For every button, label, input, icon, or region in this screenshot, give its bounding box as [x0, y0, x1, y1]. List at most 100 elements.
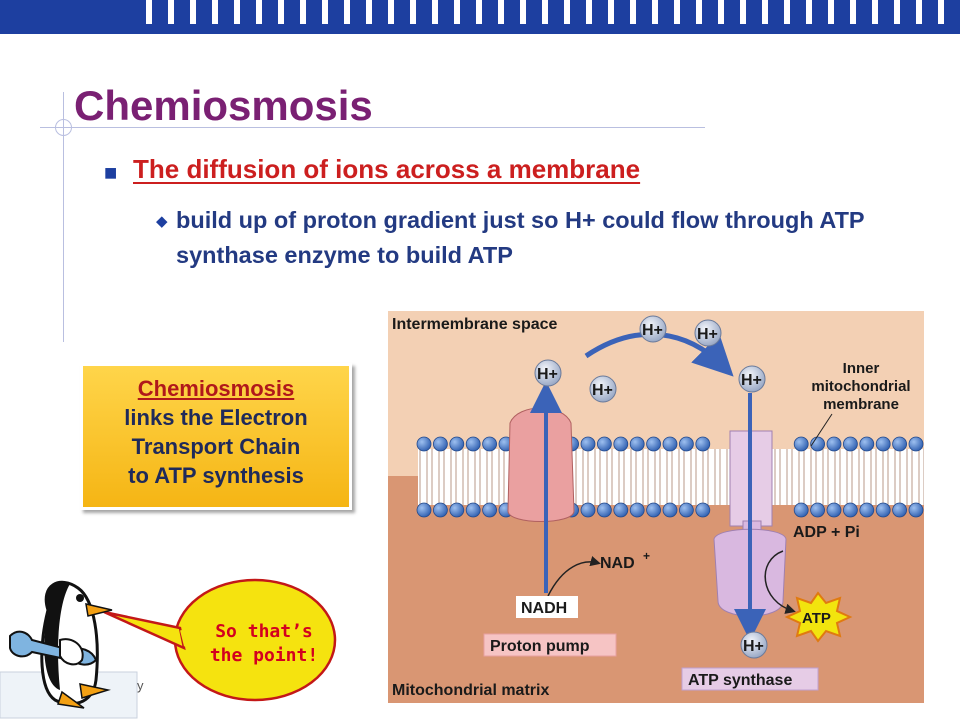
penguin-foot — [79, 683, 111, 699]
top-bar-tick — [696, 0, 702, 24]
top-bar — [0, 0, 960, 34]
top-bar-tick — [828, 0, 834, 24]
proton-label: H+ — [697, 326, 718, 343]
nadh-label: NADH — [521, 600, 567, 617]
phospholipid-head — [842, 436, 858, 452]
proton-label: H+ — [592, 382, 613, 399]
sub-bullet-text: build up of proton gradient just so H+ c… — [176, 207, 865, 268]
proton-pump-label-box — [483, 633, 617, 657]
corner-letter: y — [137, 678, 144, 693]
diamond-bullet-icon: ◆ — [156, 213, 168, 230]
callout-line-2: links the Electron — [124, 405, 308, 430]
top-bar-tick — [322, 0, 328, 24]
callout-line-3: Transport Chain — [131, 434, 301, 459]
top-bar-tick — [520, 0, 526, 24]
intermembrane-space-label: Intermembrane space — [392, 316, 558, 333]
top-bar-tick — [454, 0, 460, 24]
proton-pump-label: Proton pump — [490, 638, 590, 655]
lead-bullet-text: The diffusion of ions across a membrane — [133, 154, 641, 184]
top-bar-tick — [762, 0, 768, 24]
phospholipid-head — [793, 436, 809, 452]
membrane-tails — [418, 449, 924, 505]
chemiosmosis-diagram: H+ H+ H+ H+ H+ H+ Intermembrane space In… — [388, 311, 924, 703]
guide-horizontal-line — [40, 127, 705, 128]
guide-vertical-line — [63, 92, 64, 342]
phospholipid-head — [810, 502, 826, 518]
phospholipid-head — [826, 502, 842, 518]
proton-ion — [589, 375, 617, 403]
phospholipid-head — [662, 502, 678, 518]
top-bar-tick — [740, 0, 746, 24]
phospholipid-head — [826, 436, 842, 452]
phospholipid-head — [908, 436, 924, 452]
nad-charge-label: + — [643, 549, 650, 563]
phospholipid-head — [465, 436, 481, 452]
phospholipid-head — [449, 502, 465, 518]
phospholipid-head — [629, 436, 645, 452]
top-bar-tick — [564, 0, 570, 24]
atp-label: ATP — [802, 610, 831, 627]
phospholipid-head — [662, 436, 678, 452]
phospholipid-head — [416, 502, 432, 518]
speech-bubble-tail — [103, 610, 186, 651]
top-bar-tick — [300, 0, 306, 24]
adp-arrow — [764, 550, 796, 614]
penguin-foot — [57, 690, 85, 709]
phospholipid-head — [646, 436, 662, 452]
square-bullet-icon: ■ — [104, 160, 118, 185]
phospholipid-head — [596, 436, 612, 452]
top-bar-tick — [410, 0, 416, 24]
top-bar-tick — [608, 0, 614, 24]
top-bar-tick — [146, 0, 152, 24]
top-bar-tick — [784, 0, 790, 24]
top-bar-tick — [652, 0, 658, 24]
top-bar-tick — [938, 0, 944, 24]
phospholipid-head — [416, 436, 432, 452]
top-bar-tick — [586, 0, 592, 24]
top-bar-tick — [190, 0, 196, 24]
phospholipid-head — [613, 502, 629, 518]
top-bar-tick — [894, 0, 900, 24]
speech-line-2: the point! — [209, 645, 319, 666]
penguin-eye — [76, 594, 84, 602]
callout-line-1: Chemiosmosis — [137, 376, 295, 401]
phospholipid-head — [892, 436, 908, 452]
adp-pi-label: ADP + Pi — [793, 524, 860, 541]
phospholipid-head — [875, 436, 891, 452]
phospholipid-head — [892, 502, 908, 518]
top-bar-tick — [806, 0, 812, 24]
phospholipid-head — [859, 502, 875, 518]
phospholipid-head — [482, 502, 497, 518]
phospholipid-head — [842, 502, 858, 518]
phospholipid-head — [695, 502, 711, 518]
proton-ion — [639, 315, 667, 343]
inner-membrane-pointer — [810, 413, 833, 447]
nadh-box — [516, 596, 578, 618]
top-bar-tick — [630, 0, 636, 24]
proton-label: H+ — [743, 638, 764, 655]
phospholipid-head — [433, 436, 448, 452]
phospholipid-head — [678, 436, 694, 452]
phospholipid-head — [875, 502, 891, 518]
callout-line-4: to ATP synthesis — [128, 463, 304, 488]
phospholipid-head — [613, 436, 629, 452]
speech-bubble-text: So that’s the point! — [196, 620, 332, 668]
phospholipid-head — [580, 502, 596, 518]
guide-crosshair-icon — [55, 119, 72, 136]
top-bar-tick — [872, 0, 878, 24]
chemiosmosis-callout-box: Chemiosmosis links the Electron Transpor… — [80, 363, 352, 510]
penguin-back — [44, 582, 70, 690]
proton-ion — [740, 631, 768, 659]
mitochondrial-matrix-label: Mitochondrial matrix — [392, 682, 549, 699]
top-bar-tick — [542, 0, 548, 24]
proton-label: H+ — [642, 322, 663, 339]
phospholipid-head — [482, 436, 497, 452]
phospholipid-head — [859, 436, 875, 452]
top-bar-tick — [278, 0, 284, 24]
phospholipid-head — [580, 436, 596, 452]
top-bar-tick — [366, 0, 372, 24]
top-bar-tick — [718, 0, 724, 24]
top-bar-tick — [916, 0, 922, 24]
proton-pump-protein — [507, 407, 575, 522]
proton-ion — [534, 359, 562, 387]
